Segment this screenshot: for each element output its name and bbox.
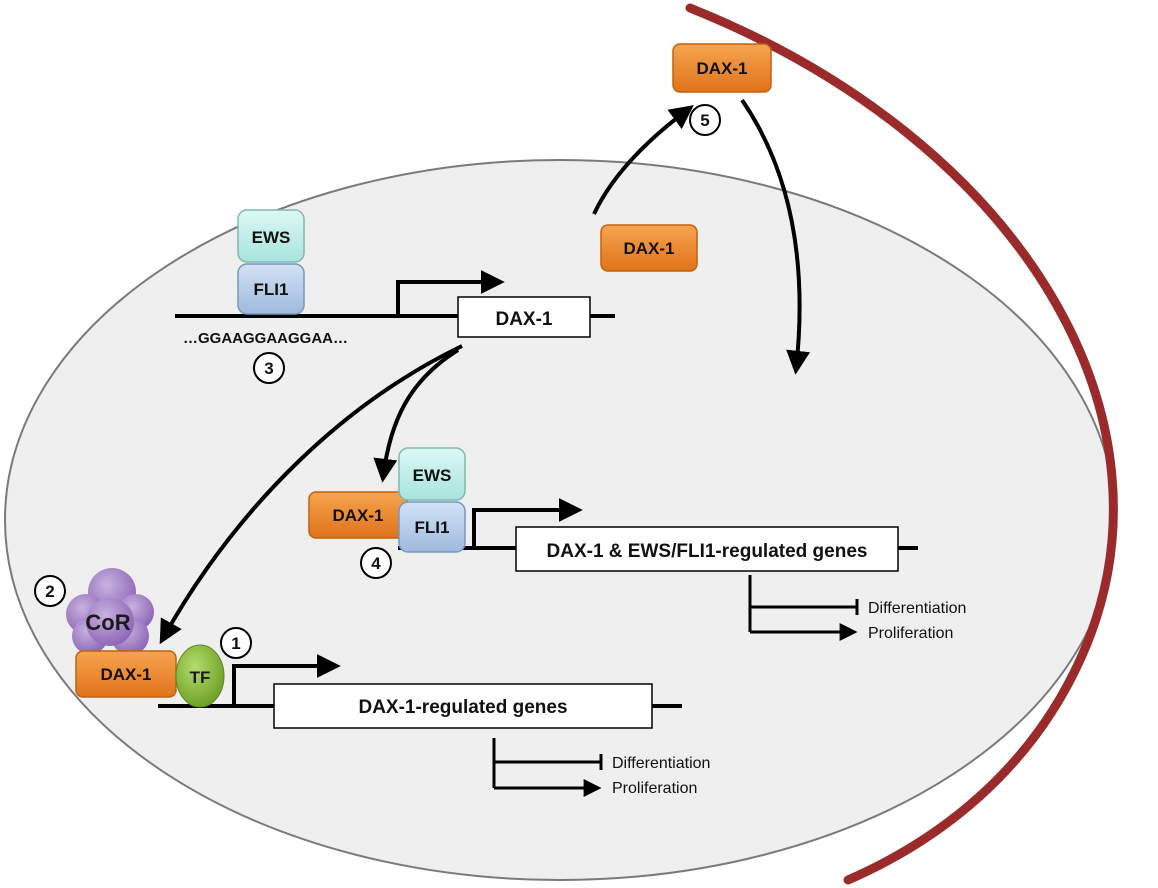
ews-box-middle (398, 447, 466, 501)
gene-box-bottom (273, 683, 653, 729)
arrow-to-complex-4 (373, 348, 460, 483)
dax1-protein-nuclear (600, 224, 698, 272)
arrow-to-complex-1 (159, 344, 463, 645)
ews-label-middle: EWS (413, 466, 452, 485)
step-1-circle (220, 627, 252, 659)
differentiation-label-bottom: Differentiation (612, 755, 710, 772)
step-3-label: 3 (264, 359, 273, 378)
ews-box-top (237, 209, 305, 263)
proliferation-label-middle: Proliferation (868, 625, 953, 642)
dax1-label-complex1: DAX-1 (100, 665, 151, 684)
ews-label-top: EWS (252, 228, 291, 247)
tss-arrow-top (396, 270, 505, 316)
step-5-label: 5 (700, 111, 709, 130)
gene-box-dax1 (457, 296, 591, 338)
cor-blob-6 (86, 598, 134, 646)
step-2-label: 2 (45, 582, 54, 601)
differentiation-label-middle: Differentiation (868, 600, 966, 617)
fli1-label-top: FLI1 (254, 280, 289, 299)
step-3-circle (253, 352, 285, 384)
nucleus (4, 159, 1116, 881)
cor-complex: CoR (66, 568, 154, 655)
step-2-circle (34, 575, 66, 607)
gene-box-middle (515, 526, 899, 572)
tss-arrow-middle (472, 498, 583, 548)
step-1-label: 1 (231, 634, 240, 653)
step-4-circle (360, 547, 392, 579)
import-arrow (740, 98, 811, 375)
cor-label: CoR (85, 610, 130, 635)
fli1-label-middle: FLI1 (415, 518, 450, 537)
dax1-label-nuclear: DAX-1 (623, 239, 674, 258)
gene-label-dax1: DAX-1 (495, 309, 552, 330)
gene-label-middle: DAX-1 & EWS/FLI1-regulated genes (547, 541, 868, 562)
tf-protein (175, 644, 225, 708)
cell-membrane (685, 3, 1118, 885)
gene-label-bottom: DAX-1-regulated genes (358, 697, 567, 718)
sequence-label: …GGAAGGAAGGAA… (183, 330, 348, 347)
dax1-label-complex4: DAX-1 (332, 506, 383, 525)
dax1-label-cytoplasm: DAX-1 (696, 59, 747, 78)
proliferation-label-bottom: Proliferation (612, 780, 697, 797)
fli1-box-top (237, 263, 305, 315)
step-4-label: 4 (371, 554, 381, 573)
export-arrow (592, 105, 694, 215)
tf-label: TF (190, 668, 211, 687)
fli1-box-middle (398, 501, 466, 553)
tss-arrow-bottom (232, 654, 341, 706)
dax1-protein-cytoplasm (672, 43, 772, 93)
